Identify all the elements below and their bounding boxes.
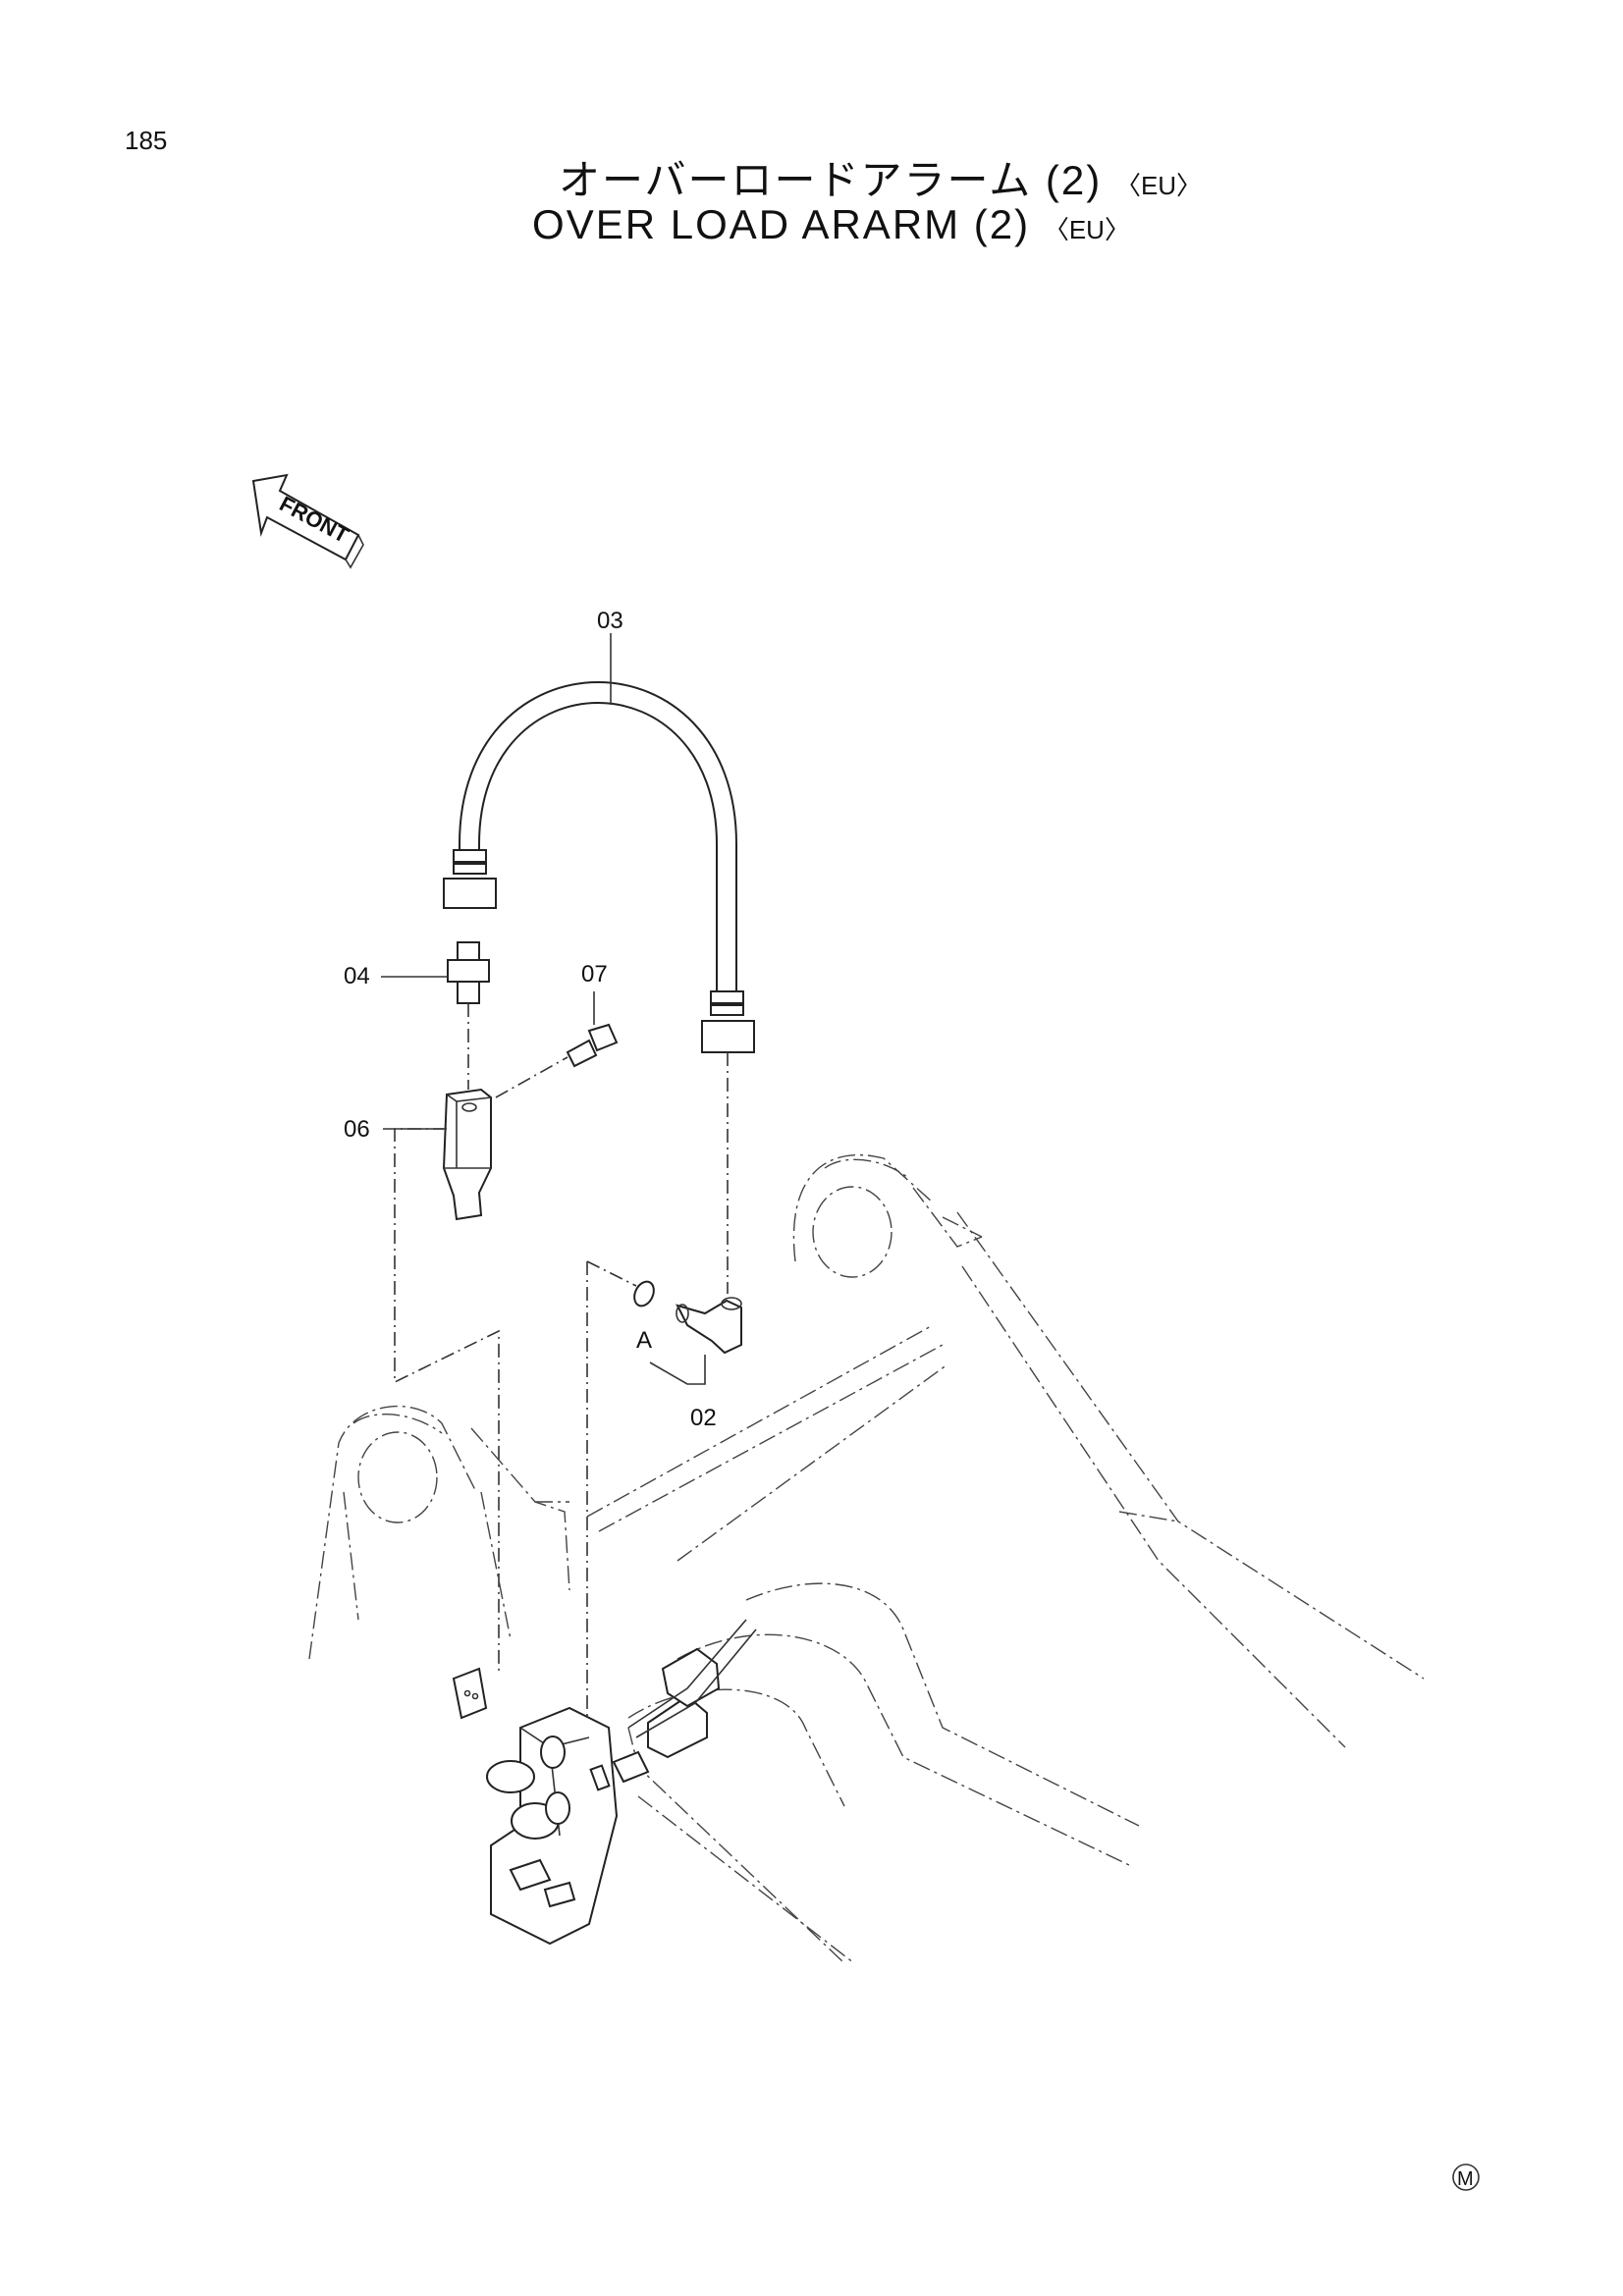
bolt-07 <box>566 1023 619 1068</box>
callout-06: 06 <box>344 1116 370 1143</box>
callout-leaders <box>381 633 706 1385</box>
title-english-suffix: 〈EU〉 <box>1043 215 1130 244</box>
page-number: 185 <box>125 126 168 155</box>
callout-07: 07 <box>581 961 608 988</box>
title-japanese: オーバーロードアラーム (2) 〈EU〉 <box>69 147 1623 207</box>
boom-outline <box>308 1153 1425 1964</box>
title-japanese-text: オーバーロードアラーム (2) <box>558 157 1103 203</box>
m-mark: M <box>1452 2163 1480 2191</box>
valve-assembly <box>452 1619 757 1946</box>
switch-06 <box>442 1088 492 1221</box>
elbow-02 <box>633 1280 742 1355</box>
callout-04: 04 <box>344 963 370 989</box>
hose-03 <box>443 681 755 1053</box>
callout-03: 03 <box>597 608 623 634</box>
callout-a: A <box>636 1327 652 1354</box>
title-japanese-suffix: 〈EU〉 <box>1114 171 1203 200</box>
m-mark-label: M <box>1457 2168 1474 2190</box>
callout-02: 02 <box>690 1405 717 1431</box>
assembly-lines <box>394 1003 729 1728</box>
front-arrow-icon: FRONT <box>251 473 364 569</box>
title-english: OVER LOAD ARARM (2) 〈EU〉 <box>20 201 1623 248</box>
front-label: FRONT <box>276 491 353 548</box>
title-english-text: OVER LOAD ARARM (2) <box>532 201 1031 247</box>
adapter-04 <box>447 941 490 1004</box>
